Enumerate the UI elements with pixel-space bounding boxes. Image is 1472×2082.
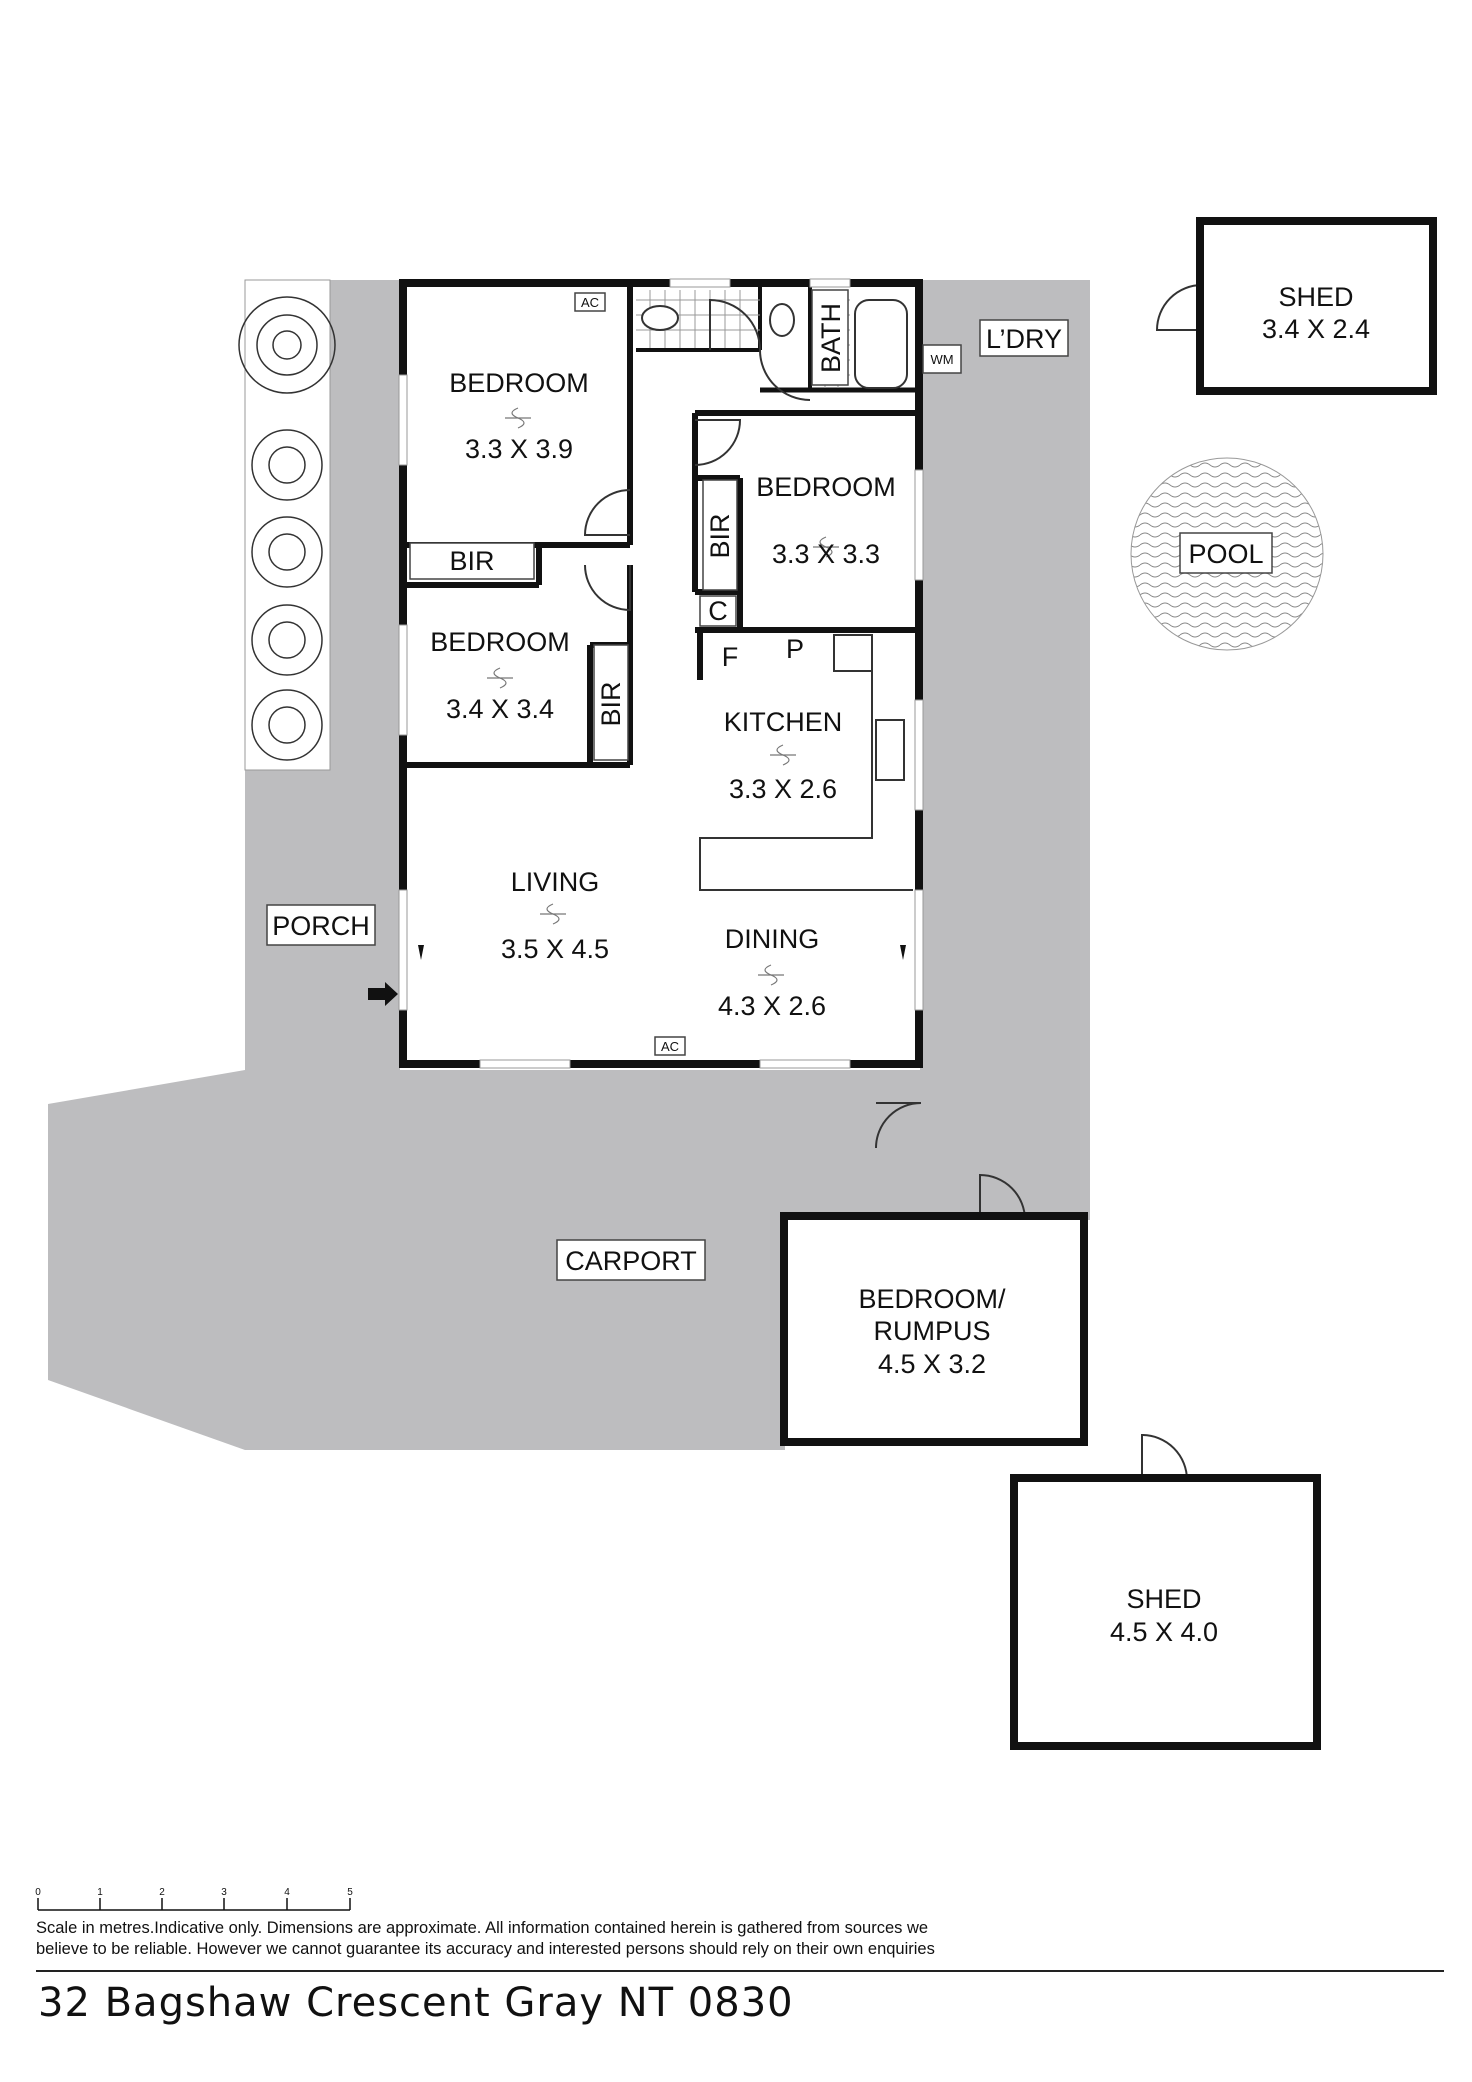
door-icons xyxy=(583,284,1203,1481)
disclaimer: Scale in metres.Indicative only. Dimensi… xyxy=(36,1918,1036,1960)
shed-walls xyxy=(1010,1474,1321,1750)
kitchen-bench xyxy=(699,672,913,891)
basin-icon xyxy=(769,303,795,337)
room-dims-bedroom: 3.3 X 3.3 xyxy=(772,539,880,569)
disclaimer-line: Scale in metres.Indicative only. Dimensi… xyxy=(36,1919,929,1937)
room-name-living: LIVING xyxy=(511,867,600,897)
scale-tick: 0 xyxy=(35,1887,41,1898)
ac-label: AC xyxy=(581,295,599,310)
scale-tick: 3 xyxy=(221,1887,227,1898)
laundry-label: L’DRY xyxy=(986,324,1062,354)
bir-label: BIR xyxy=(596,681,626,726)
scale-tick: 1 xyxy=(97,1887,103,1898)
tree-icon xyxy=(238,296,336,761)
arrow-icons xyxy=(368,945,906,1006)
ac-label: AC xyxy=(661,1039,679,1054)
fan-icons xyxy=(487,407,839,986)
room-dims-shed: 4.5 X 4.0 xyxy=(1110,1617,1218,1647)
toilet-icon xyxy=(641,305,679,331)
scale-tick: 4 xyxy=(284,1887,290,1898)
scale-ticks: 0 1 2 3 4 5 xyxy=(35,1887,353,1898)
scale-tick: 2 xyxy=(159,1887,165,1898)
house-floor xyxy=(402,282,920,1065)
room-dims-living: 3.5 X 4.5 xyxy=(501,934,609,964)
footer-divider xyxy=(36,1970,1444,1972)
room-dims-kitchen: 3.3 X 2.6 xyxy=(729,774,837,804)
carport-label: CARPORT xyxy=(565,1246,697,1276)
label-boxes xyxy=(266,289,1273,1281)
room-dims-bedroom: 3.3 X 3.9 xyxy=(465,434,573,464)
bir-label: BIR xyxy=(705,513,735,558)
room-name-bedroom: BEDROOM xyxy=(756,472,896,502)
room-dims-bedroom: 3.4 X 3.4 xyxy=(446,694,554,724)
windows xyxy=(398,278,924,1069)
room-name-shed: SHED xyxy=(1126,1584,1201,1614)
washing-machine-label: WM xyxy=(930,352,953,367)
bath-label: BATH xyxy=(816,303,846,373)
cupboard-label: C xyxy=(708,596,728,626)
cooktop-icon xyxy=(833,634,873,672)
shed-walls xyxy=(1196,217,1437,395)
room-dims-rumpus: 4.5 X 3.2 xyxy=(878,1349,986,1379)
room-dims-shed: 3.4 X 2.4 xyxy=(1262,314,1370,344)
bathtub-icon xyxy=(854,299,908,389)
pantry-label: P xyxy=(786,634,804,664)
porch-label: PORCH xyxy=(272,911,370,941)
room-name-shed: SHED xyxy=(1278,282,1353,312)
room-name-rumpus: BEDROOM/ xyxy=(858,1284,1006,1314)
scale-tick: 5 xyxy=(347,1887,353,1898)
room-name-rumpus: RUMPUS xyxy=(873,1316,990,1346)
room-name-kitchen: KITCHEN xyxy=(724,707,843,737)
room-dims-dining: 4.3 X 2.6 xyxy=(718,991,826,1021)
room-name-bedroom: BEDROOM xyxy=(449,368,589,398)
room-name-dining: DINING xyxy=(725,924,820,954)
garden-strip xyxy=(238,279,336,771)
scale-bar xyxy=(37,1898,351,1911)
room-name-bedroom: BEDROOM xyxy=(430,627,570,657)
sink-icon xyxy=(875,719,905,781)
bir-label: BIR xyxy=(449,546,494,576)
pool-label: POOL xyxy=(1188,539,1263,569)
property-address: 32 Bagshaw Crescent Gray NT 0830 xyxy=(38,1980,794,2026)
fridge-label: F xyxy=(722,642,739,672)
disclaimer-line: believe to be reliable. However we canno… xyxy=(36,1940,935,1958)
rumpus-walls xyxy=(780,1212,1088,1446)
